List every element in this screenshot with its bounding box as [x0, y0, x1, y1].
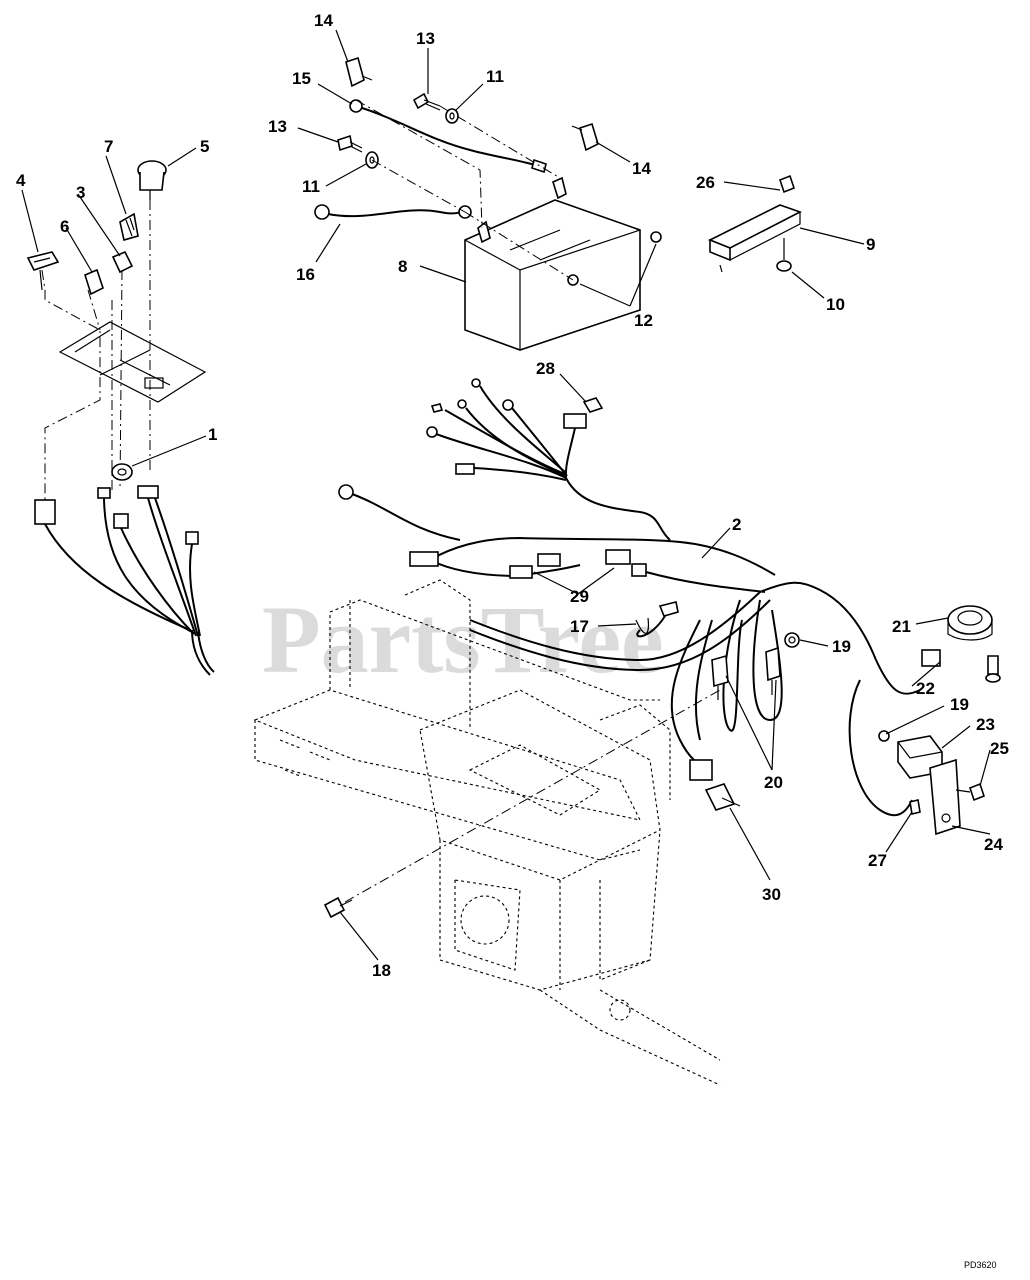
callout-29: 29	[570, 587, 589, 606]
tractor-frame	[253, 579, 721, 1086]
callout-14: 14	[632, 159, 651, 178]
callout-19: 19	[832, 637, 851, 656]
part-10-nut	[776, 238, 792, 272]
callout-11: 11	[486, 67, 504, 86]
part-25-screw	[955, 782, 985, 802]
callout-23: 23	[976, 715, 995, 734]
part-13-bolt-top	[412, 92, 441, 111]
part-16-battery-cable	[314, 204, 472, 220]
callout-9: 9	[866, 235, 875, 254]
drawing-code: PD3620	[964, 1260, 997, 1270]
part-15-battery-cable	[349, 99, 547, 174]
dash-centerlines	[41, 200, 151, 505]
part-19-nut-lower	[878, 730, 890, 742]
part-9-hold-down-bracket	[708, 204, 803, 273]
part-8-battery	[464, 176, 662, 351]
leader-lines	[21, 29, 991, 961]
part-1-grommet	[111, 463, 133, 481]
part-3-knob	[111, 250, 134, 274]
part-13-bolt-left	[337, 134, 363, 153]
callout-20: 20	[764, 773, 783, 792]
callout-17: 17	[570, 617, 589, 636]
callout-3: 3	[76, 183, 85, 202]
callout-28: 28	[536, 359, 555, 378]
left-harness	[34, 485, 215, 676]
callout-12: 12	[634, 311, 653, 330]
part-7-knob	[119, 212, 139, 242]
part-24-bracket	[929, 758, 961, 836]
part-6-switch	[84, 268, 104, 296]
part-5-ignition-switch	[137, 160, 167, 200]
part-14-terminal-boot-top	[345, 56, 373, 88]
part-11-washer-top	[445, 108, 459, 124]
part-19-nut-upper	[784, 632, 800, 648]
part-20-connectors	[711, 646, 781, 700]
callout-7: 7	[104, 137, 113, 156]
callout-13: 13	[416, 29, 435, 48]
part-14-terminal-boot-right	[571, 122, 599, 152]
callout-18: 18	[372, 961, 391, 980]
part-4-switch	[26, 251, 60, 291]
part-17-fuse-holder	[635, 617, 650, 634]
part-26-fastener	[779, 174, 795, 194]
callout-22: 22	[916, 679, 935, 698]
callout-10: 10	[826, 295, 845, 314]
callout-1: 1	[208, 425, 217, 444]
battery-centerlines	[355, 99, 574, 281]
part-2-main-harness	[338, 378, 941, 817]
callout-19: 19	[950, 695, 969, 714]
callout-21: 21	[892, 617, 911, 636]
callout-24: 24	[984, 835, 1003, 854]
part-22-bolt	[985, 655, 1001, 683]
callout-13: 13	[268, 117, 287, 136]
callout-26: 26	[696, 173, 715, 192]
callout-30: 30	[762, 885, 781, 904]
callout-8: 8	[398, 257, 407, 276]
callout-5: 5	[200, 137, 209, 156]
callout-25: 25	[990, 739, 1009, 758]
control-panel	[58, 321, 207, 403]
part-18-bolt	[323, 896, 353, 919]
callout-14: 14	[314, 11, 333, 30]
callout-11: 11	[302, 177, 320, 196]
callout-15: 15	[292, 69, 311, 88]
callout-labels: 14 13 11 15 13 11 16 8 14 26 9 10 12 5 7…	[16, 11, 1009, 980]
callout-6: 6	[60, 217, 69, 236]
callout-2: 2	[732, 515, 741, 534]
part-27-terminal	[909, 799, 921, 815]
bolt-centerline	[344, 689, 721, 903]
callout-27: 27	[868, 851, 887, 870]
watermark: PartsTree	[262, 586, 664, 693]
callout-4: 4	[16, 171, 26, 190]
part-21-buzzer	[947, 605, 993, 641]
part-30-switch	[704, 783, 741, 811]
callout-16: 16	[296, 265, 315, 284]
